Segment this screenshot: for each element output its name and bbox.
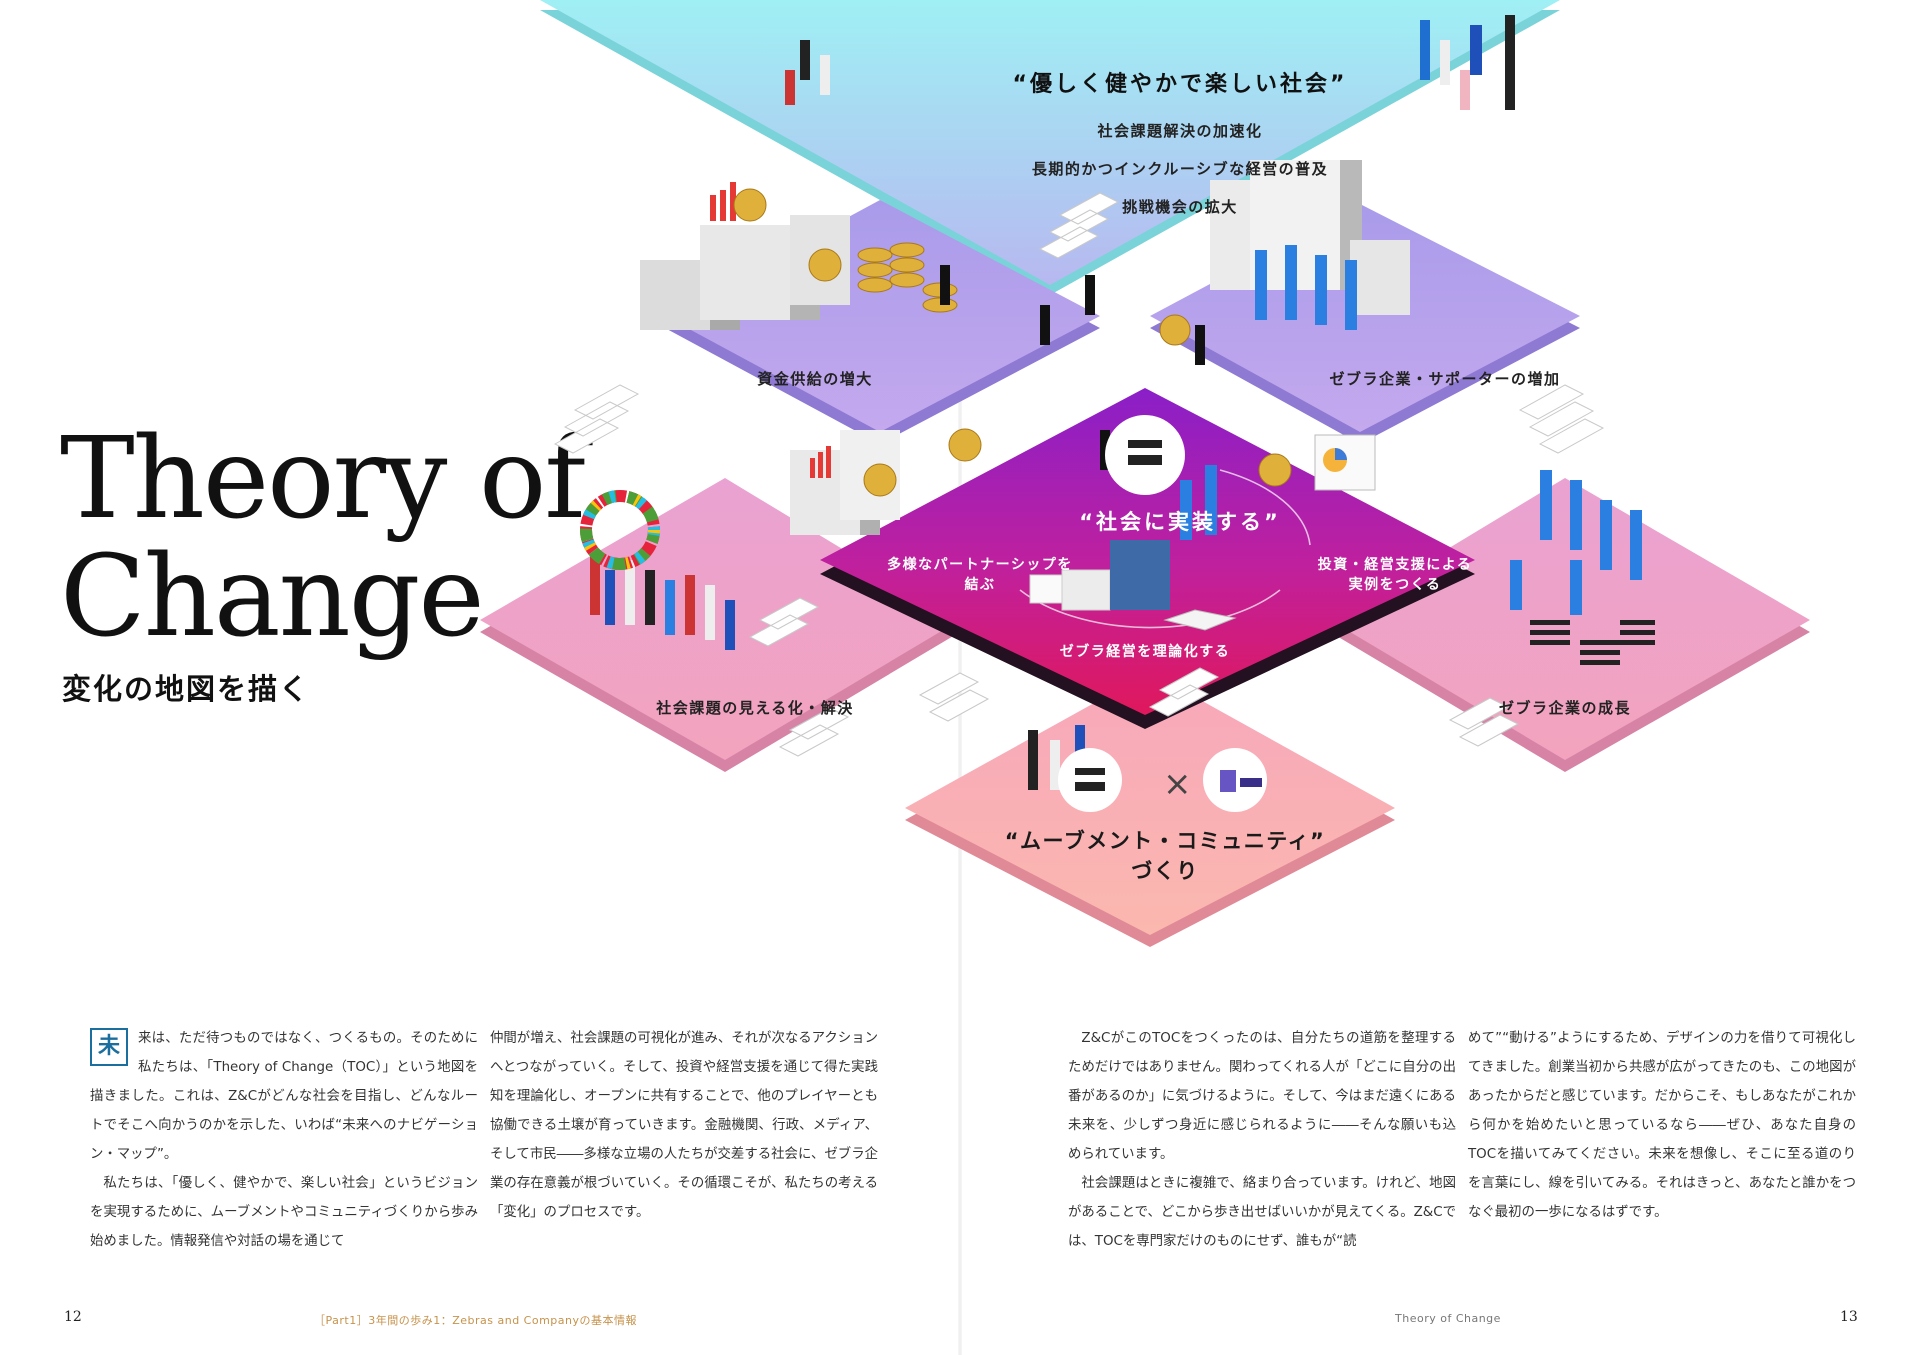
vision-point-1: 社会課題解決の加速化: [1097, 122, 1263, 140]
page-number-left: 12: [64, 1309, 82, 1325]
movement-tier: [905, 672, 1395, 947]
sdgs-wheel-icon: [580, 490, 660, 570]
page-title: Theory of Change: [60, 414, 586, 662]
page-subtitle: 変化の地図を描く: [62, 672, 311, 706]
title-line-2: Change: [60, 532, 485, 662]
body-col3-para1: Z&CがこのTOCをつくったのは、自分たちの道筋を整理するためだけではありません…: [1068, 1031, 1456, 1162]
vision-title: “優しく健やかで楽しい社会”: [1012, 72, 1348, 97]
core-title: “社会に実装する”: [1079, 510, 1281, 534]
body-col1-para2: 私たちは、「優しく、健やかで、楽しい社会」というビジョンを実現するために、ムーブ…: [90, 1176, 478, 1249]
zco-logo-bottom: [1058, 748, 1122, 812]
investment-label: 投資・経営支援による 実例をつくる: [1317, 557, 1473, 593]
body-col2-para: 仲間が増え、社会課題の可視化が進み、それが次なるアクションへとつながっていく。そ…: [490, 1031, 878, 1220]
theory-label: ゼブラ経営を理論化する: [1059, 644, 1231, 660]
zebra-supporters-label: ゼブラ企業・サポーターの増加: [1329, 370, 1561, 388]
times-symbol: ×: [1163, 764, 1192, 804]
body-column-3: Z&CがこのTOCをつくったのは、自分たちの道筋を整理するためだけではありません…: [1068, 1024, 1456, 1256]
page-number-right: 13: [1840, 1309, 1858, 1325]
drop-cap: 未: [90, 1028, 128, 1066]
title-line-1: Theory of: [60, 414, 586, 544]
movement-label: “ムーブメント・コミュニティ” づくり: [1004, 829, 1326, 883]
toc-diagram: × “優しく健やかで楽しい社会” 社会課題解決の加速化 長期的かつインクルーシブ…: [460, 0, 1830, 950]
toc-diagram-svg: ×: [480, 0, 1810, 947]
device-and-book-icons: [1029, 540, 1237, 631]
running-header-right: Theory of Change: [1395, 1312, 1501, 1325]
people-icons: [590, 15, 1642, 790]
partnership-label: 多様なパートナーシップを 結ぶ: [887, 557, 1073, 593]
vision-point-3: 挑戦機会の拡大: [1122, 198, 1238, 216]
running-header-left: ［Part1］3年間の歩み1：Zebras and Companyの基本情報: [314, 1314, 638, 1327]
zebra-growth-label: ゼブラ企業の成長: [1498, 699, 1632, 717]
vision-point-2: 長期的かつインクルーシブな経営の普及: [1031, 160, 1329, 178]
body-column-2: 仲間が増え、社会課題の可視化が進み、それが次なるアクションへとつながっていく。そ…: [490, 1024, 878, 1227]
social-issues-label: 社会課題の見える化・解決: [656, 699, 854, 717]
presentation-board-icon: [1314, 434, 1376, 491]
body-col4-para: めて”“動ける”ようにするため、デザインの力を借りて可視化してきました。創業当初…: [1468, 1031, 1856, 1220]
body-col1-para1: 来は、ただ待つものではなく、つくるもの。そのために私たちは、「Theory of…: [90, 1031, 478, 1162]
zebras-unite-logo: [1203, 748, 1267, 812]
zebra-stripe-icons: [1530, 620, 1655, 665]
funding-label: 資金供給の増大: [757, 370, 873, 388]
zco-logo-core: [1105, 415, 1185, 495]
stairs: [553, 192, 1605, 757]
body-col3-para2: 社会課題はときに複雑で、絡まり合っています。けれど、地図があることで、どこから歩…: [1068, 1176, 1456, 1249]
body-column-4: めて”“動ける”ようにするため、デザインの力を借りて可視化してきました。創業当初…: [1468, 1024, 1856, 1227]
body-column-1: 未 来は、ただ待つものではなく、つくるもの。そのために私たちは、「Theory …: [90, 1024, 478, 1256]
